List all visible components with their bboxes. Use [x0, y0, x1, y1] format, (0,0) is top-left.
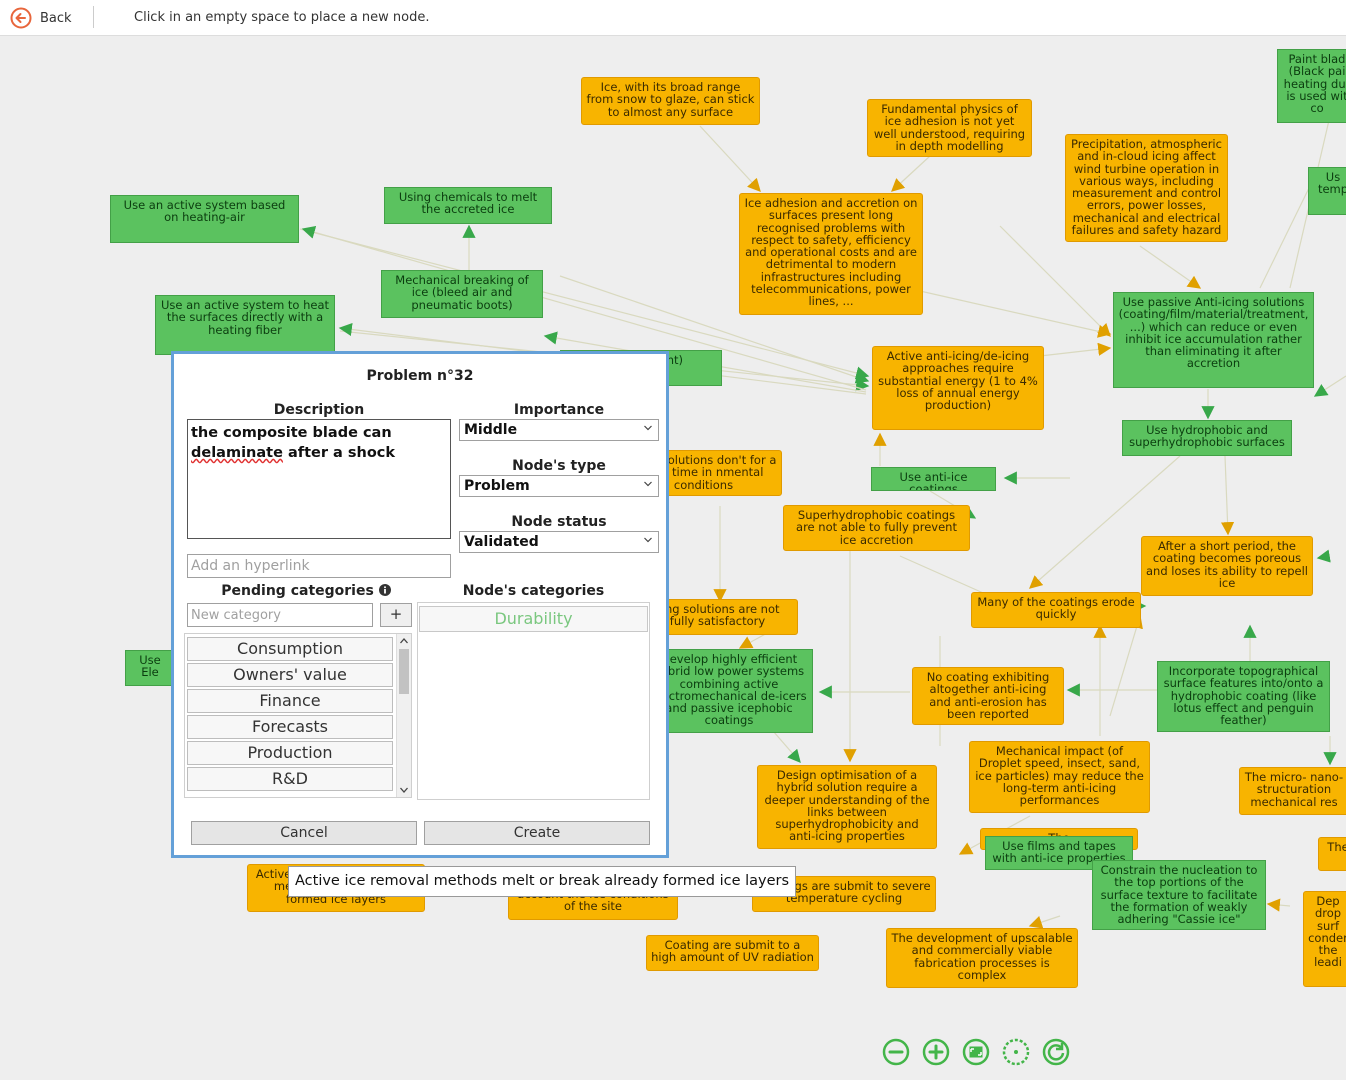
importance-value: Middle — [464, 422, 518, 438]
pending-categories-label: Pending categories — [221, 583, 374, 599]
graph-node[interactable]: Use an active system to heat the surface… — [155, 295, 335, 355]
node-status-select[interactable]: Validated — [459, 531, 659, 553]
node-status-label: Node status — [511, 514, 607, 530]
new-category-input[interactable] — [187, 603, 373, 627]
category-scrollbar[interactable] — [396, 634, 411, 797]
graph-node[interactable]: Constrain the nucleation to the top port… — [1092, 860, 1266, 930]
graph-node[interactable]: Dep drop surf conder the leadi — [1303, 891, 1346, 987]
importance-label: Importance — [513, 402, 605, 418]
graph-node[interactable]: After a short period, the coating become… — [1141, 536, 1313, 596]
node-status-value: Validated — [464, 534, 539, 550]
create-node-dialog: Problem n°32 Description the composite b… — [171, 351, 669, 858]
graph-node[interactable]: Paint blad (Black pai heating dur is use… — [1277, 49, 1346, 123]
graph-node[interactable]: Use anti-ice coatings — [871, 467, 996, 491]
graph-node[interactable]: Fundamental physics of ice adhesion is n… — [867, 99, 1032, 157]
node-type-value: Problem — [464, 478, 530, 494]
node-categories-label: Node's categories — [462, 583, 605, 599]
graph-node[interactable]: Ice, with its broad range from snow to g… — [581, 77, 760, 125]
chevron-down-icon — [644, 537, 652, 543]
description-line2: after a shock — [282, 445, 396, 461]
category-item[interactable]: Finance — [187, 689, 393, 713]
graph-node[interactable]: No coating exhibiting altogether anti-ic… — [912, 667, 1064, 725]
create-button[interactable]: Create — [424, 821, 650, 845]
graph-node[interactable]: Use hydrophobic and superhydrophobic sur… — [1122, 420, 1292, 456]
graph-canvas[interactable]: Ice, with its broad range from snow to g… — [0, 36, 1346, 1080]
graph-node[interactable]: The — [1318, 837, 1346, 871]
graph-node[interactable]: Ice adhesion and accretion on surfaces p… — [739, 193, 923, 315]
spellcheck-word: delaminate — [191, 445, 283, 461]
graph-node[interactable]: Superhydrophobic coatings are not able t… — [783, 505, 970, 551]
description-textarea[interactable]: the composite blade can delaminate after… — [187, 419, 451, 539]
category-item[interactable]: Owners' value — [187, 663, 393, 687]
graph-node[interactable]: Using chemicals to melt the accreted ice — [384, 187, 552, 224]
graph-node[interactable]: Mechanical breaking of ice (bleed air an… — [381, 270, 543, 318]
graph-node[interactable]: Use passive Anti-icing solutions (coatin… — [1113, 292, 1314, 388]
graph-node[interactable]: Coatings are submit to severe temperatur… — [752, 876, 936, 912]
description-label: Description — [273, 402, 365, 418]
graph-node[interactable]: The micro- nano-structuration mechanical… — [1239, 767, 1346, 815]
zoom-controls — [882, 1038, 1070, 1066]
back-button[interactable]: Back — [10, 6, 72, 30]
pending-categories-list[interactable]: Consumption Owners' value Finance Foreca… — [184, 633, 412, 798]
scrollbar-thumb[interactable] — [399, 649, 409, 694]
back-arrow-icon — [10, 7, 32, 29]
scroll-down-icon[interactable] — [398, 784, 410, 796]
hint-text: Click in an empty space to place a new n… — [134, 10, 430, 25]
top-toolbar: Back Click in an empty space to place a … — [0, 0, 1346, 36]
node-tooltip: Active ice removal methods melt or break… — [288, 866, 797, 897]
graph-node[interactable]: Icing solutions don't for a long time in… — [625, 450, 782, 496]
node-type-label: Node's type — [512, 458, 606, 474]
fit-screen-icon[interactable] — [962, 1038, 990, 1066]
info-icon[interactable] — [378, 584, 391, 596]
chevron-down-icon — [644, 481, 652, 487]
dialog-title: Problem n°32 — [366, 368, 474, 384]
category-item[interactable]: Consumption — [187, 637, 393, 661]
zoom-in-icon[interactable] — [922, 1038, 950, 1066]
node-category-item[interactable]: Durability — [419, 606, 648, 632]
graph-node[interactable]: Develop highly efficient hybrid low powe… — [645, 649, 813, 733]
graph-node[interactable]: Coating are submit to a high amount of U… — [646, 935, 819, 971]
graph-node[interactable]: Use an active system based on heating-ai… — [110, 195, 299, 243]
graph-node[interactable]: Mechanical impact (of Droplet speed, ins… — [969, 741, 1150, 813]
chevron-down-icon — [644, 425, 652, 431]
zoom-out-icon[interactable] — [882, 1038, 910, 1066]
importance-select[interactable]: Middle — [459, 419, 659, 441]
description-line1: the composite blade can — [191, 425, 392, 441]
pending-categories-header: Pending categories — [187, 583, 425, 599]
graph-node[interactable]: Use Ele — [125, 650, 175, 686]
node-type-select[interactable]: Problem — [459, 475, 659, 497]
category-item[interactable]: R&D — [187, 767, 393, 791]
graph-node[interactable]: Design optimisation of a hybrid solution… — [757, 765, 937, 849]
add-category-button[interactable]: + — [380, 603, 412, 627]
graph-node[interactable]: The development of upscalable and commer… — [886, 928, 1078, 988]
toolbar-divider — [93, 6, 94, 28]
graph-node[interactable]: Us temp — [1308, 167, 1346, 215]
hyperlink-input[interactable] — [187, 554, 451, 578]
reset-icon[interactable] — [1042, 1038, 1070, 1066]
cancel-button[interactable]: Cancel — [191, 821, 417, 845]
scroll-up-icon[interactable] — [398, 635, 410, 647]
graph-node[interactable]: Incorporate topographical surface featur… — [1157, 661, 1330, 732]
graph-node[interactable]: Active anti-icing/de-icing approaches re… — [872, 346, 1044, 430]
center-icon[interactable] — [1002, 1038, 1030, 1066]
graph-node[interactable]: Many of the coatings erode quickly — [971, 592, 1141, 628]
category-item[interactable]: Production — [187, 741, 393, 765]
back-label: Back — [40, 10, 72, 26]
category-item[interactable]: Forecasts — [187, 715, 393, 739]
node-categories-list[interactable]: Durability — [417, 602, 650, 800]
graph-node[interactable]: Precipitation, atmospheric and in-cloud … — [1065, 134, 1228, 242]
